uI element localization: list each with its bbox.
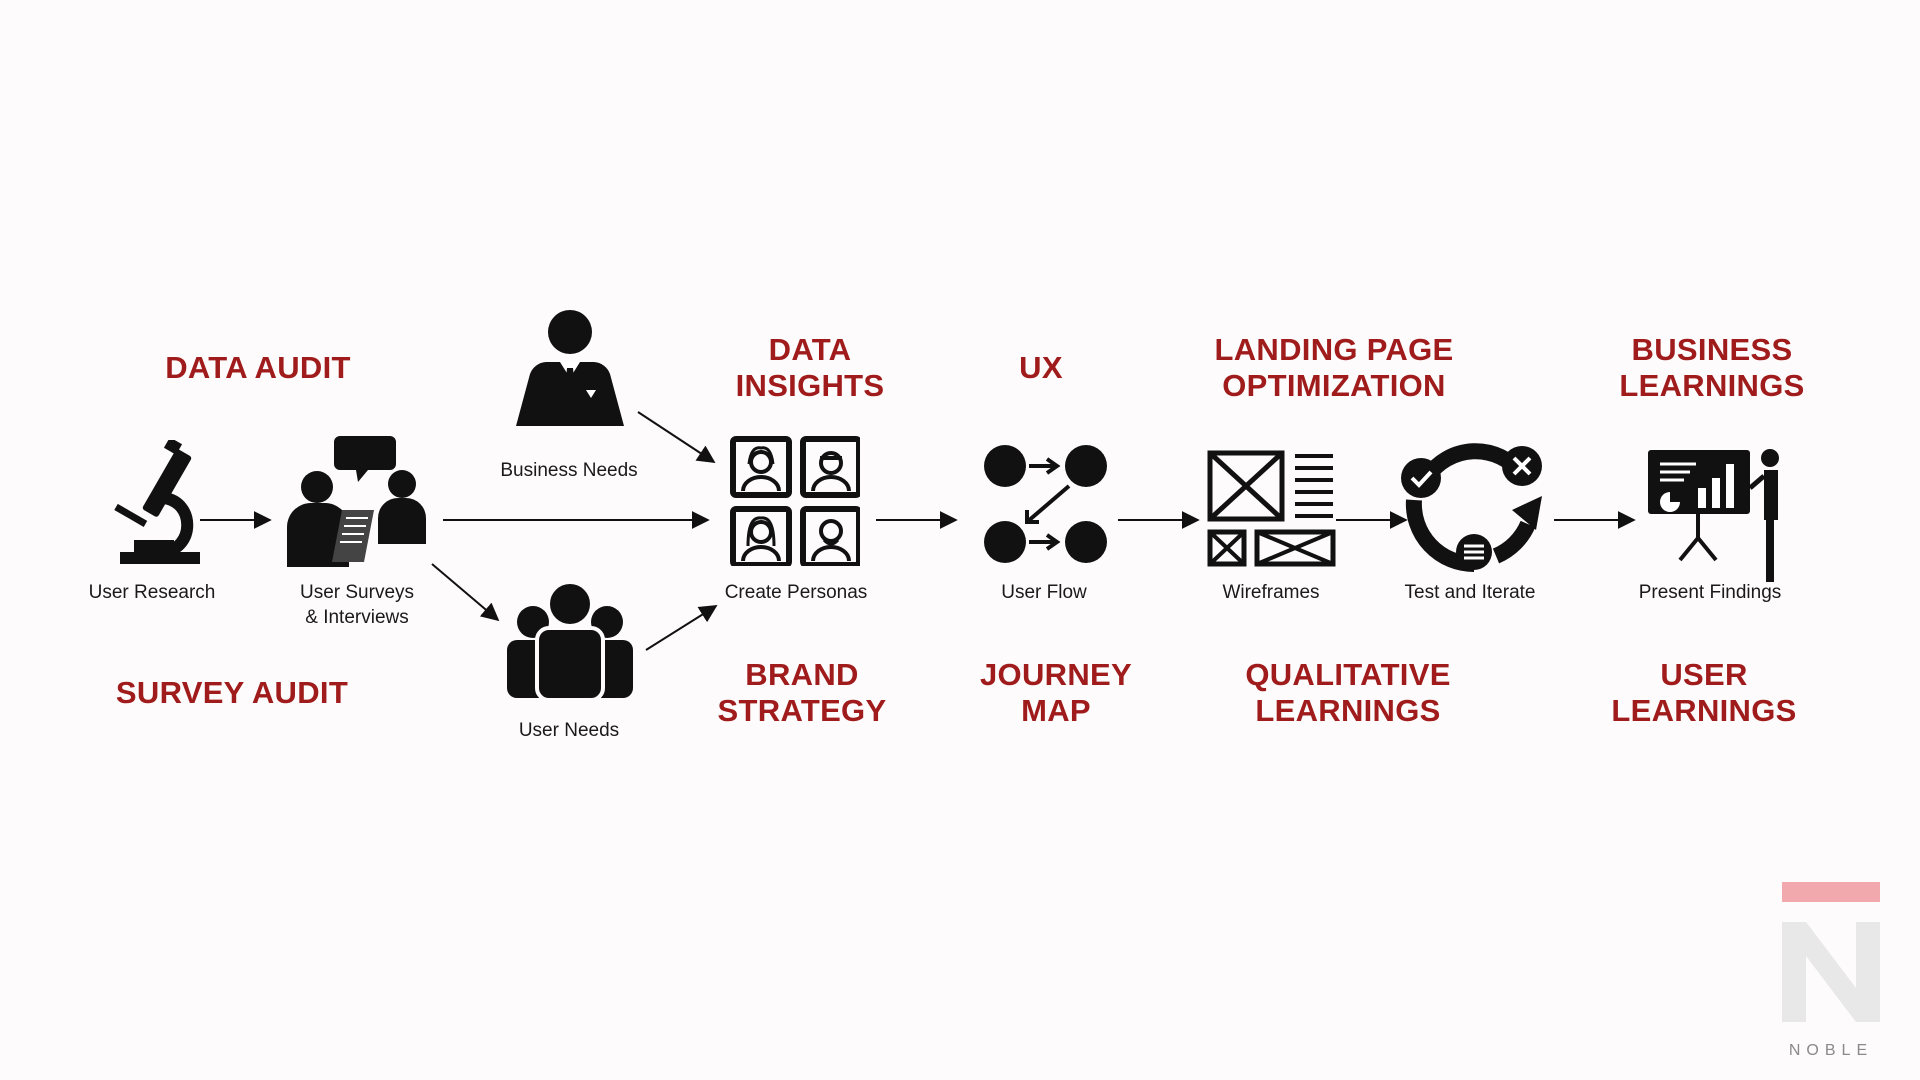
noble-logo: NOBLE — [1782, 882, 1880, 1059]
title-data-audit: DATA AUDIT — [165, 350, 351, 385]
title-brand-strategy: BRAND STRATEGY — [717, 657, 887, 728]
title-ux: UX — [1019, 350, 1063, 385]
title-qualitative-learnings: QUALITATIVE LEARNINGS — [1245, 657, 1451, 728]
user-research-label: User Research — [88, 582, 216, 603]
logo-accent-bar — [1782, 882, 1880, 902]
title-landing-page-optimization: LANDING PAGE OPTIMIZATION — [1214, 332, 1454, 403]
personas-icon — [730, 436, 860, 566]
title-survey-audit: SURVEY AUDIT — [115, 675, 349, 710]
business-needs-label: Business Needs — [500, 460, 638, 481]
logo-n-mark — [1782, 922, 1880, 1022]
title-business-learnings: BUSINESS LEARNINGS — [1619, 332, 1805, 403]
wireframes-label: Wireframes — [1222, 582, 1320, 603]
arrow-surveys-to-userneeds — [431, 563, 500, 622]
user-surveys-label: User Surveys & Interviews — [299, 582, 415, 628]
present-findings-label: Present Findings — [1638, 582, 1782, 603]
user-needs-label: User Needs — [518, 720, 620, 741]
group-icon — [507, 582, 633, 702]
survey-people-icon — [287, 436, 426, 567]
cycle-icon — [1401, 443, 1542, 573]
arrow-business-to-personas — [637, 411, 716, 463]
user-flow-label: User Flow — [1001, 582, 1087, 603]
arrow-userneeds-to-personas — [645, 605, 718, 651]
title-data-insights: DATA INSIGHTS — [735, 332, 885, 403]
businessman-icon — [516, 310, 624, 426]
presentation-icon — [1648, 449, 1779, 582]
create-personas-label: Create Personas — [724, 582, 868, 603]
logo-wordmark: NOBLE — [1788, 1042, 1874, 1059]
wireframe-icon — [1207, 450, 1336, 567]
title-journey-map: JOURNEY MAP — [980, 657, 1132, 728]
microscope-icon — [114, 440, 200, 564]
user-flow-icon — [984, 445, 1107, 563]
title-user-learnings: USER LEARNINGS — [1611, 657, 1797, 728]
test-iterate-label: Test and Iterate — [1404, 582, 1536, 603]
